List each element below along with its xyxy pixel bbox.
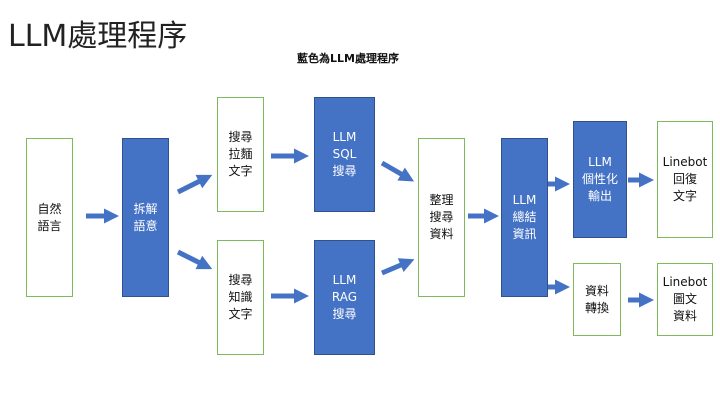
node-natural-language-label: 自然 語言 [37,201,62,233]
node-llm-personalize-label: LLM 個性化 輸出 [581,155,618,203]
arrow-parse-to-search-knowledge [176,249,213,270]
node-llm-rag-search-label: LLM RAG 搜尋 [331,273,358,321]
node-organize-results: 整理 搜尋 資料 [418,138,465,297]
node-parse-intent: 拆解 語意 [122,138,169,297]
node-data-convert-label: 資料 轉換 [584,283,609,315]
node-search-text: 搜尋 拉麵 文字 [217,97,264,212]
arrow-parse-to-search-text [176,174,213,195]
node-llm-personalize: LLM 個性化 輸出 [573,121,627,238]
node-llm-summarize: LLM 總結 資訊 [501,138,548,297]
node-natural-language: 自然 語言 [26,138,73,297]
diagram-subtitle: 藍色為LLM處理程序 [297,52,399,65]
node-linebot-image: Linebot 圖文 資料 [657,263,713,336]
node-organize-results-label: 整理 搜尋 資料 [429,193,454,241]
node-search-text-label: 搜尋 拉麵 文字 [228,130,253,178]
node-llm-sql-search: LLM SQL 搜尋 [314,97,375,212]
node-linebot-reply: Linebot 回復 文字 [657,121,713,238]
node-search-knowledge: 搜尋 知識 文字 [217,240,264,355]
node-linebot-reply-label: Linebot 回復 文字 [662,155,708,203]
node-llm-summarize-label: LLM 總結 資訊 [512,193,537,241]
node-data-convert: 資料 轉換 [573,263,621,336]
node-parse-intent-label: 拆解 語意 [133,201,158,233]
arrow-sql-to-organize [380,160,415,182]
page-title: LLM處理程序 [8,19,188,54]
node-llm-sql-search-label: LLM SQL 搜尋 [332,130,357,178]
node-search-knowledge-label: 搜尋 知識 文字 [228,273,253,321]
arrow-rag-to-organize [381,258,415,276]
node-llm-rag-search: LLM RAG 搜尋 [314,240,375,355]
node-linebot-image-label: Linebot 圖文 資料 [662,275,708,323]
